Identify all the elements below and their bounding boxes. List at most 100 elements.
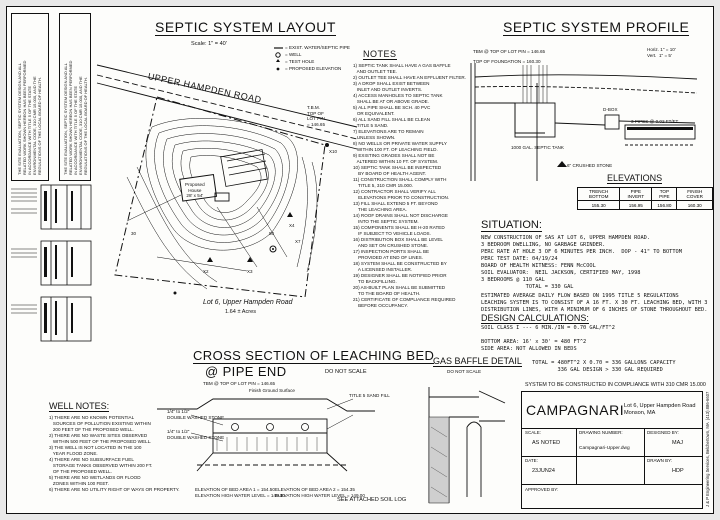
note-line: 15) COMPONENTS SHALL BE H-20 RATED [353,225,445,230]
well-note-line: 200 FEET OF THE PROPOSED WELL. [49,427,134,432]
note-line: INLET AND OUTLET INVERTS. [353,87,423,92]
note-line: TITLE 5 SAND. [353,123,389,128]
well-note-line: YEAR FLOOD ZONE. [49,451,98,456]
design-line: 336 GAL DESIGN > 330 GAL REQUIRED [481,367,663,373]
note-line: ALTERED WITHIN 10 FT. OF SYSTEM. [353,159,439,164]
note-line: TO THE BOARD OF HEALTH. [353,291,421,296]
lot-label: Lot 6, Upper Hampden Road [203,299,293,306]
note-line: 8) NO WELLS OR PRIVATE WATER SUPPLY [353,141,447,146]
design-line: SIDE AREA: NOT ALLOWED IN BEDS [481,346,577,352]
svg-text:X10: X10 [329,149,338,154]
well-note-line: 4) THERE ARE NO SUBSURFACE FUEL [49,457,134,462]
legend-symbols [274,47,283,71]
profile-foundation: TOP OF FOUNDATION = 160.30 [473,59,541,64]
elev-header: FINISH COVER [676,187,713,201]
well-note-line: WITHIN 500 FEET OF THE PROPOSED WELL. [49,439,152,444]
note-line: TITLE 5, 310 CMR 15.000. [353,183,413,188]
note-line: 1) SEPTIC TANK SHALL HAVE A GAS BAFFLE [353,63,451,68]
note-line: THE LEACHING AREA. [353,207,407,212]
cross-section-title: CROSS SECTION OF LEACHING BED [193,348,435,364]
design-line: TOTAL = 480FT^2 X 0.70 = 336 GALLONS CAP… [481,360,676,366]
legend-item: = EXIST. WATER/SEPTIC PIPE [285,45,350,50]
note-line: 6) ALL SAND FILL SHALL BE CLEAN [353,117,431,122]
well-note-line: STORAGE TANKS OBSERVED WITHIN 200 FT. [49,463,153,468]
elev-value: 160.30 [676,200,713,210]
elev-value: 156.80 [651,200,678,210]
note-line: AND OUTLET TEE. [353,69,397,74]
date-label: DATE: [525,458,538,463]
note-line: BY BOARD OF HEALTH AGENT. [353,171,427,176]
designed-by-value: MAJ [672,440,683,446]
profile-tbm: TBM @ TOP OF LOT PIN = 146.65 [473,49,546,54]
elev-header: TRENCH BOTTOM [576,187,621,201]
profile-drawing [470,63,698,181]
title-block-grid: SCALE: AS NOTED DATE: 23JUN24 DRAWING NU… [522,428,702,508]
situation-line: SOIL EVALUATOR: NEIL JACKSON, CERTIFIED … [481,270,641,276]
engineering-firm-side-text: J & P Engineering Services, Belchertown,… [705,391,710,507]
well-note-line: 6) THERE ARE NO UTILITY RIGHT OF WAYS OR… [49,487,180,492]
grid-h1 [522,456,702,457]
note-line: A LICENSED INSTALLER. [353,267,413,272]
date-value: 23JUN24 [532,468,555,474]
design-title: DESIGN CALCULATIONS: [481,313,589,324]
note-line: 16) DISTRIBUTION BOX SHALL BE LEVEL [353,237,443,242]
notes-title: NOTES [363,49,397,60]
situation-line: BOARD OF HEALTH WITNESS: FENN McCOOL [481,263,596,269]
gas-baffle-drawing [428,387,506,504]
elev-value: 155.30 [576,200,621,210]
note-line: SHALL BE AT OR ABOVE GRADE. [353,99,429,104]
gas-baffle-title: GAS BAFFLE DETAIL [433,356,522,367]
firm-name: CAMPAGNARI [526,402,625,418]
profile-title: SEPTIC SYSTEM PROFILE [503,19,690,36]
note-line: 10) SEPTIC TANK SHALL BE INSPECTED [353,165,442,170]
profile-tank-label: 1000 GAL. SEPTIC TANK [511,145,564,150]
well-note-line: 1) THERE ARE NO KNOWN POTENTIAL [49,415,135,420]
drawn-by-label: DRAWN BY: [647,458,673,463]
elev-header: PIPE INVERT [619,187,653,201]
cross-pipe-label-1: 1/4" to 1/2" DOUBLE WASHED STONE [167,409,225,420]
svg-text:30: 30 [131,231,137,236]
cross-grade-label: Finish Ground Surface [249,388,295,393]
drawn-by-value: HDP [672,468,684,474]
cross-section-drawing [157,398,375,472]
note-line: 7) ELEVATIONS ARE TO REMAIN [353,129,424,134]
well-note-line: 3) THE WELL IS NOT LOCATED IN THE 100 [49,445,142,450]
well-notes-title: WELL NOTES: [49,401,110,412]
well-note-line: ZONES WITHIN 100 FEET. [49,481,109,486]
acres-label: 1.64 ± Acres [225,309,257,315]
note-line: 2) OUTLET TEE SHALL HAVE AN EFFLUENT FIL… [353,75,467,80]
svg-text:X4: X4 [289,223,295,228]
note-line: 21) CERTIFICATE OF COMPLIANCE REQUIRED [353,297,456,302]
gas-baffle-notscale: DO NOT SCALE [447,369,482,374]
scale-label: SCALE: [525,430,542,435]
scale-value: AS NOTED [532,440,561,446]
note-line: WITHIN 100 FT. OF LEACHING FIELD. [353,147,438,152]
compliance-note: SYSTEM TO BE CONSTRUCTED IN COMPLIANCE W… [525,382,706,388]
note-line: 9) EXISTING GRADES SHALL NOT BE [353,153,435,158]
cross-soil-log: SEE ATTACHED SOIL LOG [337,497,407,503]
well-note-line: OF THE PROPOSED WELL. [49,469,112,474]
project-address: Lot 6, Upper Hampden Road Monson, MA [624,403,696,416]
note-line: OR EQUIVALENT. [353,111,395,116]
elevations-table: TRENCH BOTTOM PIPE INVERT TOP PIPE FINIS… [576,187,713,210]
note-line: 18) SYSTEM SHALL BE CONSTRUCTED BY [353,261,447,266]
cross-elev-2: ELEVATION OF BED AREA 2 = 154.35 ELEVATI… [275,487,365,498]
situation-line: PERC TEST DATE: 04/19/24 [481,256,558,262]
cross-section-subtitle: @ PIPE END [205,364,287,379]
elev-value: 156.95 [619,200,653,210]
note-line: 4) ACCESS MANHOLES TO SEPTIC TANK [353,93,443,98]
left-detail-blocks [11,184,92,342]
design-line: SOIL CLASS I --- 6 MIN./IN = 0.70 GAL/FT… [481,325,615,331]
situation-line: DISTRIBUTION LINES, WITH A MINIMUM OF 6 … [481,307,708,313]
approved-by-label: APPROVED BY: [525,487,559,492]
cross-tbm: TBM @ TOP OF LOT PIN = 146.65 [203,381,276,386]
left-stamp-text: THE SITE EVALUATION, SEPTIC SYSTEM DESIG… [17,60,42,175]
note-line: 17) INSPECTION PORTS SHALL BE [353,249,430,254]
situation-line: 3 BEDROOMS @ 110 GAL [481,277,545,283]
note-line: 3) A DROP SHALL EXIST BETWEEN [353,81,430,86]
situation-line: ESTIMATED AVERAGE DAILY FLOW BASED ON 19… [481,293,679,299]
left-stamp-box [11,13,49,181]
svg-text:X3: X3 [247,269,253,274]
note-line: INTO THE SEPTIC SYSTEM. [353,219,419,224]
